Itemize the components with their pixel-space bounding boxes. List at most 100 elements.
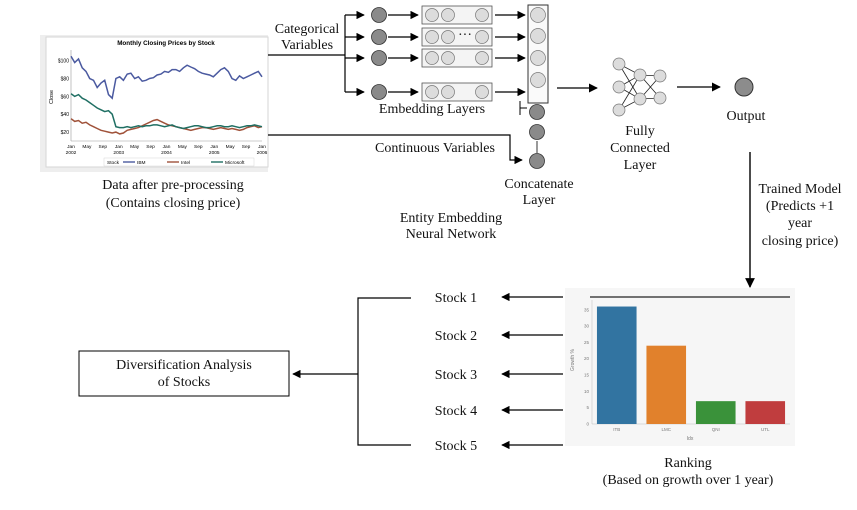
line-chart-x-tick-month: Jan	[210, 144, 218, 150]
embedding-box	[421, 27, 493, 47]
line-chart-y-tick-label: $80	[61, 77, 70, 83]
categorical-label-line2: Variables	[281, 38, 333, 53]
line-chart-x-tick-year: 2004	[161, 150, 172, 156]
line-chart-x-tick-month: Jan	[115, 144, 123, 150]
embedding-node	[425, 51, 439, 65]
ranking-bars	[596, 306, 786, 424]
line-chart-title: Monthly Closing Prices by Stock	[117, 40, 215, 47]
fc-label-line2: Connected	[610, 141, 670, 156]
line-chart-x-tick-month: Jan	[163, 144, 171, 150]
series-line-ibm	[70, 55, 263, 100]
concat-continuous-node	[529, 153, 545, 169]
output-node	[734, 77, 754, 97]
embedding-node	[475, 8, 489, 22]
stock-label-5: Stock 5	[435, 439, 477, 454]
embedding-node	[475, 30, 489, 44]
ranking-bar-itb	[596, 306, 637, 424]
series-line-microsoft	[70, 93, 263, 130]
fc-label-line1: Fully	[625, 124, 655, 139]
embedding-node	[441, 8, 455, 22]
concat-embedding-node	[530, 28, 546, 44]
ranking-y-tick-label: 15	[584, 373, 590, 378]
fc-node	[653, 69, 667, 83]
stock-label-3: Stock 3	[435, 368, 477, 383]
line-chart-y-tick-label: $60	[61, 94, 70, 100]
stock-bracket	[357, 297, 411, 446]
stock-list: Stock 1 Stock 2 Stock 3 Stock 4 Stock 5	[435, 291, 563, 454]
ranking-y-tick-label: 5	[586, 405, 589, 410]
chart-frame	[45, 36, 269, 168]
series-line-intel	[70, 118, 263, 135]
trained-label-line2: (Predicts +1	[766, 199, 834, 214]
ranking-label-line2: (Based on growth over 1 year)	[603, 473, 774, 488]
ranking-bar-utl	[745, 401, 786, 424]
embedding-dots: ···	[458, 28, 472, 43]
legend-label-microsoft: Microsoft	[225, 160, 245, 166]
concat-nodes	[529, 7, 546, 169]
stock-label-4: Stock 4	[435, 404, 477, 419]
stock-label-1: Stock 1	[435, 291, 477, 306]
concat-embedding-node	[530, 7, 546, 23]
concatenate-layer	[527, 4, 549, 169]
ranking-y-tick-label: 20	[584, 356, 590, 361]
line-chart-x-tick-month: May	[130, 144, 140, 150]
line-chart-x-tick-year: 2005	[209, 150, 220, 156]
concat-continuous-node	[529, 124, 545, 140]
embedding-node	[441, 51, 455, 65]
line-chart-x-tick-year: 2006	[257, 150, 268, 156]
ranking-x-tick-label: LMC	[661, 427, 671, 432]
line-chart-y-tick-label: $100	[58, 59, 69, 65]
closing-price-chart: Monthly Closing Prices by Stock Close $2…	[40, 35, 269, 172]
network-label-line2: Neural Network	[406, 227, 497, 242]
ranking-y-tick-label: 25	[584, 340, 590, 345]
input-caption-line1: Data after pre-processing	[102, 178, 243, 193]
line-chart-x-tick-month: May	[82, 144, 92, 150]
output-label: Output	[727, 109, 766, 124]
fc-node	[633, 92, 647, 106]
fully-connected-network	[612, 57, 667, 117]
ranking-y-tick-label: 35	[584, 307, 590, 312]
categorical-input-node	[371, 84, 387, 100]
ranking-x-tick-label: QNI	[712, 427, 720, 432]
legend-title: Stock	[107, 160, 120, 166]
fc-edge	[618, 74, 641, 111]
legend-label-intel: Intel	[181, 160, 190, 166]
stock-label-2: Stock 2	[435, 329, 477, 344]
embedding-box	[421, 5, 493, 25]
ranking-xlabel: Idx	[687, 436, 694, 442]
line-chart-y-ticks: $20$40$60$80$100	[58, 59, 69, 136]
concat-label-line1: Concatenate	[504, 177, 573, 192]
embedding-box	[421, 48, 493, 68]
line-chart-x-tick-month: Sep	[194, 144, 203, 150]
fc-node	[612, 80, 626, 94]
line-chart-series	[70, 55, 263, 135]
trained-label-line4: closing price)	[762, 234, 839, 249]
embedding-box	[421, 82, 493, 102]
trained-label-line1: Trained Model	[758, 182, 841, 197]
diversification-label-line2: of Stocks	[158, 375, 211, 390]
embedding-node	[425, 30, 439, 44]
ranking-y-tick-label: 10	[584, 389, 590, 394]
network-label-line1: Entity Embedding	[400, 211, 502, 226]
line-chart-y-tick-label: $20	[61, 130, 70, 136]
line-chart-x-tick-month: Jan	[67, 144, 75, 150]
concat-embedding-node	[530, 50, 546, 66]
line-chart-x-tick-year: 2003	[113, 150, 124, 156]
categorical-input-node	[371, 7, 387, 23]
diversification-label-line1: Diversification Analysis	[116, 358, 252, 373]
fc-edge	[618, 63, 641, 100]
concat-embedding-node	[530, 72, 546, 88]
embedding-node	[475, 51, 489, 65]
ranking-x-tick-label: UTL	[761, 427, 770, 432]
embedding-label: Embedding Layers	[379, 102, 485, 117]
categorical-input-node	[371, 50, 387, 66]
embedding-node	[441, 30, 455, 44]
line-chart-x-tick-month: Sep	[242, 144, 251, 150]
line-chart-x-tick-month: Sep	[99, 144, 108, 150]
concat-continuous-node	[529, 104, 545, 120]
